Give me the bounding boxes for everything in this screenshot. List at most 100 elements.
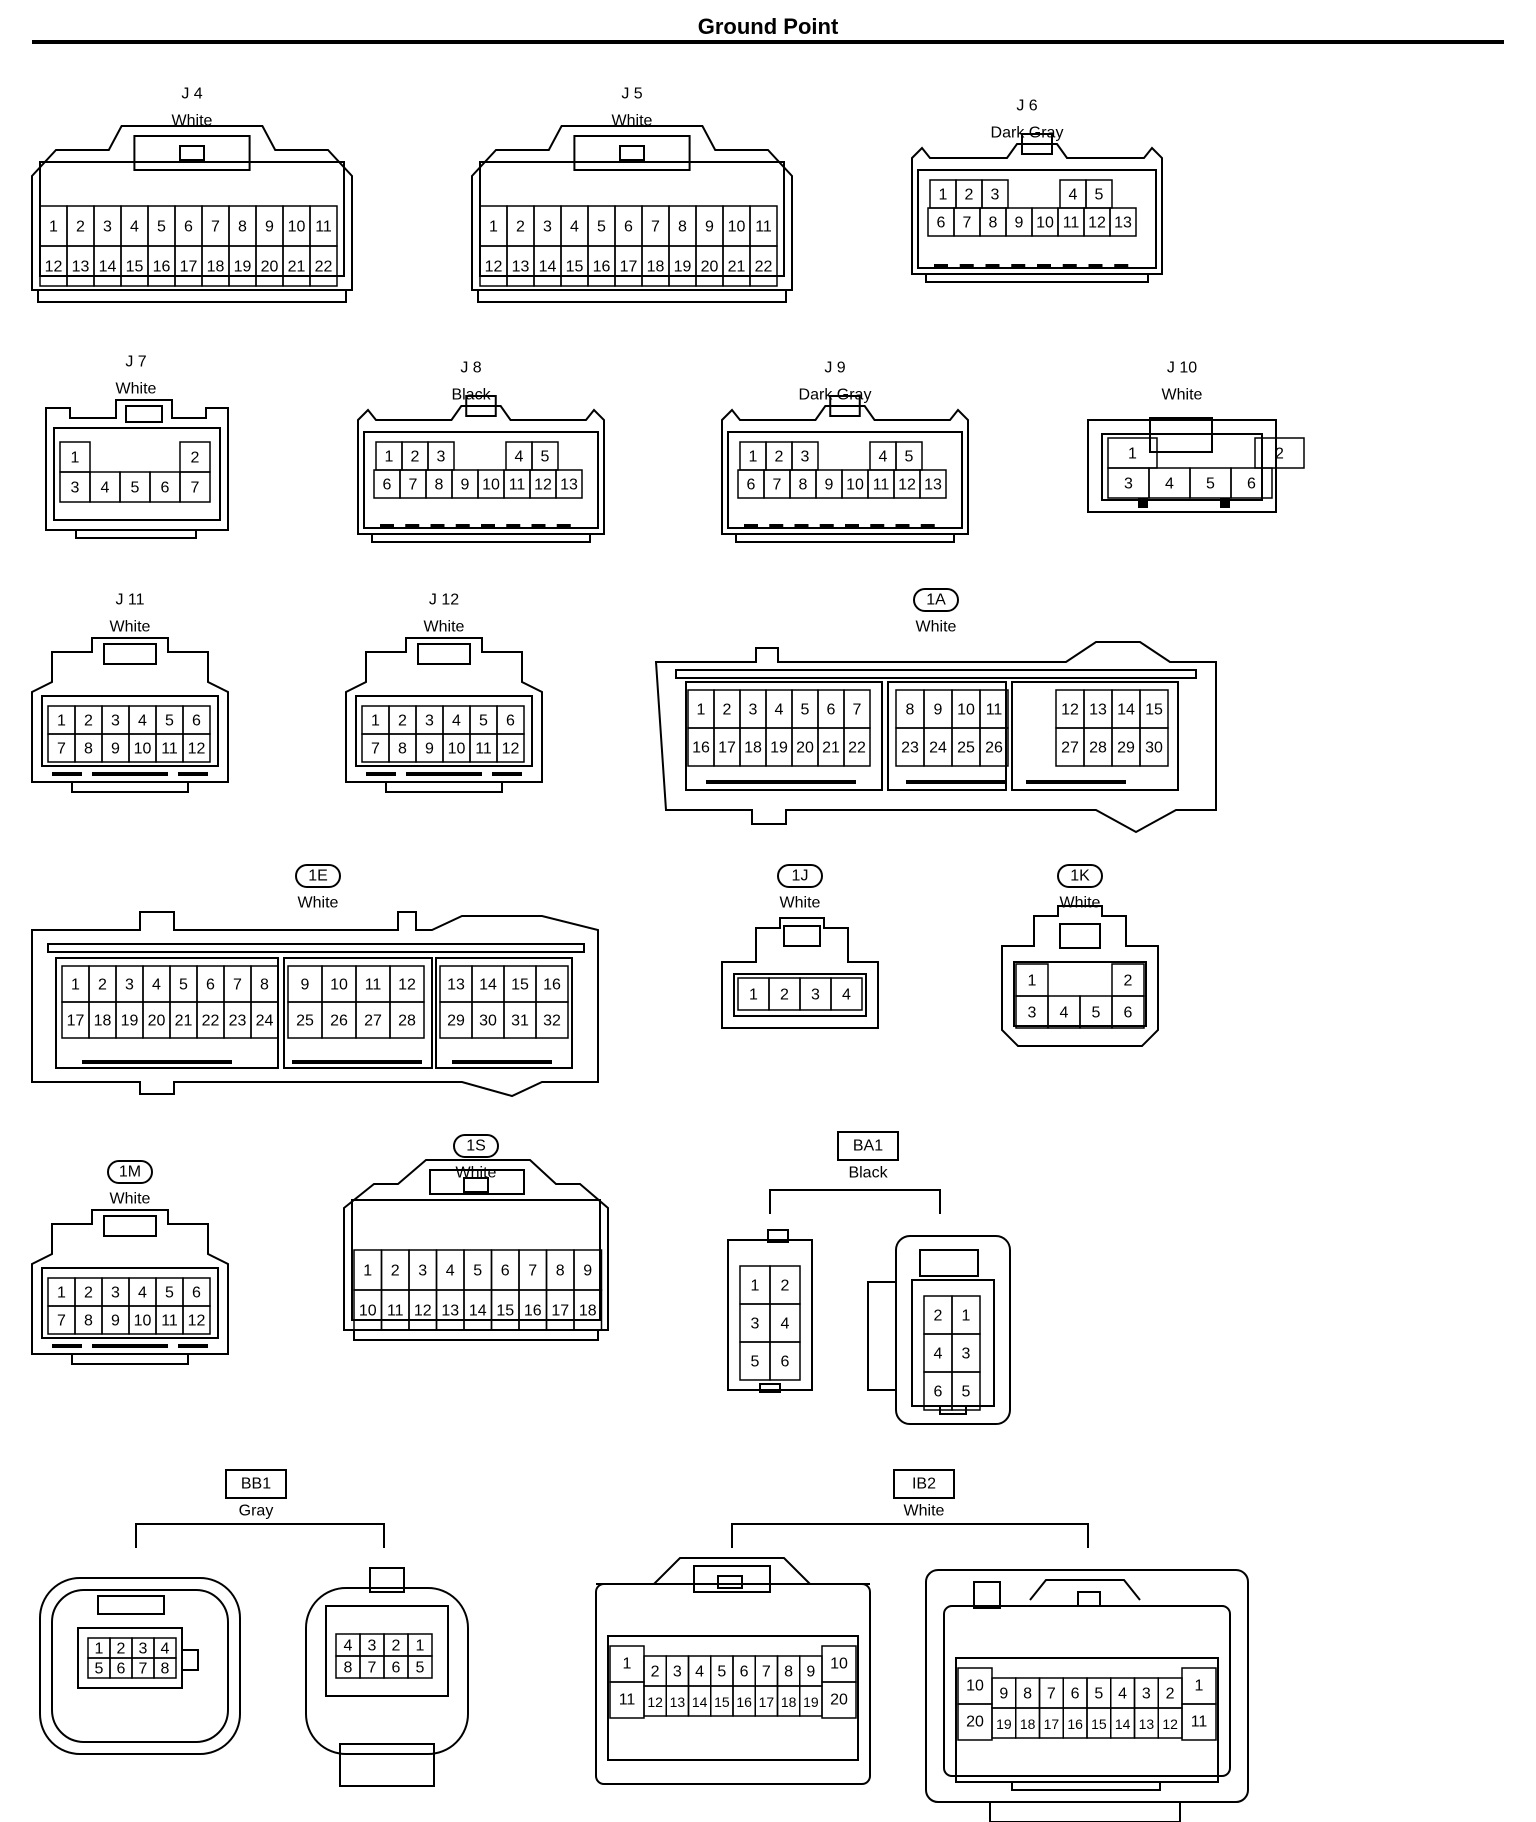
housing-outline	[911, 143, 1163, 275]
pin-cell	[153, 1657, 177, 1679]
terminal-slot	[92, 1344, 168, 1348]
pin-number: 7	[528, 1263, 537, 1280]
pin-number: 3	[1142, 1686, 1151, 1703]
housing-outline	[654, 641, 1217, 834]
pin-number: 14	[1117, 702, 1135, 719]
pin-number: 13	[1114, 215, 1132, 232]
pin-number: 3	[418, 1263, 427, 1280]
pin-number: 3	[437, 449, 446, 466]
pin-cell	[830, 977, 863, 1011]
pin-number: 4	[452, 713, 461, 730]
pin-cell	[1230, 467, 1273, 499]
bracket-line	[135, 1523, 385, 1548]
pin-number: 30	[479, 1013, 497, 1030]
pin-number: 1	[57, 713, 66, 730]
pin-number: 18	[207, 259, 225, 276]
pin-number: 2	[117, 1641, 126, 1658]
pin-number: 31	[511, 1013, 529, 1030]
key-block	[973, 1581, 1001, 1609]
pin-number: 22	[315, 259, 333, 276]
pin-number: 4	[1118, 1686, 1127, 1703]
pin-number: 14	[469, 1303, 487, 1320]
connector-code: J 10	[1167, 360, 1197, 377]
pin-frame	[435, 957, 573, 1069]
pin-number: 9	[301, 977, 310, 994]
pin-number: 1	[1028, 973, 1037, 990]
pin-number: 19	[996, 1716, 1012, 1732]
pin-number: 10	[966, 1678, 984, 1695]
terminal-slot	[1026, 780, 1126, 784]
pin-number: 7	[762, 1664, 771, 1681]
pin-number: 15	[566, 259, 584, 276]
housing-inner	[51, 1589, 229, 1743]
pin-frame	[53, 427, 221, 521]
pin-number: 4	[1165, 476, 1174, 493]
connector-code-box	[837, 1131, 899, 1161]
pin-number: 8	[678, 219, 687, 236]
terminal-slot	[769, 524, 784, 528]
pin-number: 2	[398, 713, 407, 730]
connector-code: IB2	[912, 1476, 936, 1493]
terminal-slot	[506, 524, 521, 528]
terminal-slot	[556, 524, 571, 528]
pin-number: 1	[1195, 1678, 1204, 1695]
latch-tab	[717, 1575, 743, 1589]
pin-number: 11	[509, 477, 526, 494]
pin-frame	[607, 1635, 859, 1761]
pin-number: 4	[879, 449, 888, 466]
housing-base	[71, 781, 189, 793]
pin-number: 22	[755, 259, 773, 276]
latch-tab	[369, 1567, 405, 1593]
pin-number: 3	[801, 449, 810, 466]
latch-window	[97, 1595, 165, 1615]
pin-number: 14	[99, 259, 117, 276]
housing-base	[759, 1383, 781, 1393]
connector-code: J 6	[1016, 98, 1037, 115]
pin-number: 6	[740, 1664, 749, 1681]
pin-number: 20	[148, 1013, 166, 1030]
pin-number: 1	[939, 187, 948, 204]
pin-number: 10	[1036, 215, 1054, 232]
pin-number: 2	[411, 449, 420, 466]
pin-number: 8	[260, 977, 269, 994]
pin-number: 7	[853, 702, 862, 719]
pin-number: 8	[84, 1313, 93, 1330]
pin-number: 20	[261, 259, 279, 276]
pin-number: 5	[962, 1384, 971, 1401]
terminal-slot	[744, 524, 758, 528]
housing-base	[939, 1405, 967, 1415]
pin-number: 4	[138, 1285, 147, 1302]
pin-number: 9	[111, 1313, 120, 1330]
pin-number: 8	[238, 219, 247, 236]
housing-base	[925, 273, 1149, 283]
terminal-slot	[82, 1060, 232, 1064]
connector-code: J 11	[115, 592, 144, 609]
connector-code-oval	[1057, 864, 1103, 888]
latch-outline	[1029, 1579, 1141, 1601]
connector-color: White	[110, 1191, 151, 1208]
pin-number: 1	[1128, 446, 1137, 463]
pin-number: 12	[502, 741, 520, 758]
pin-number: 4	[570, 219, 579, 236]
housing-base	[339, 1743, 435, 1787]
pin-number: 16	[736, 1694, 752, 1710]
pin-number: 1	[962, 1308, 971, 1325]
terminal-slot	[481, 524, 495, 528]
connector-code: 1S	[466, 1138, 486, 1155]
terminal-slot	[178, 772, 208, 776]
terminal-slot	[1138, 498, 1148, 508]
pin-number: 14	[539, 259, 557, 276]
pin-number: 2	[191, 450, 200, 467]
housing-outline	[1087, 419, 1277, 513]
pin-number: 15	[1091, 1716, 1107, 1732]
latch-tab	[619, 145, 645, 161]
connector-code-oval	[777, 864, 823, 888]
pin-number: 5	[905, 449, 914, 466]
pin-number: 2	[780, 987, 789, 1004]
pin-number: 8	[556, 1263, 565, 1280]
pin-number: 7	[773, 477, 782, 494]
pin-number: 15	[511, 977, 529, 994]
pin-number: 28	[398, 1013, 416, 1030]
